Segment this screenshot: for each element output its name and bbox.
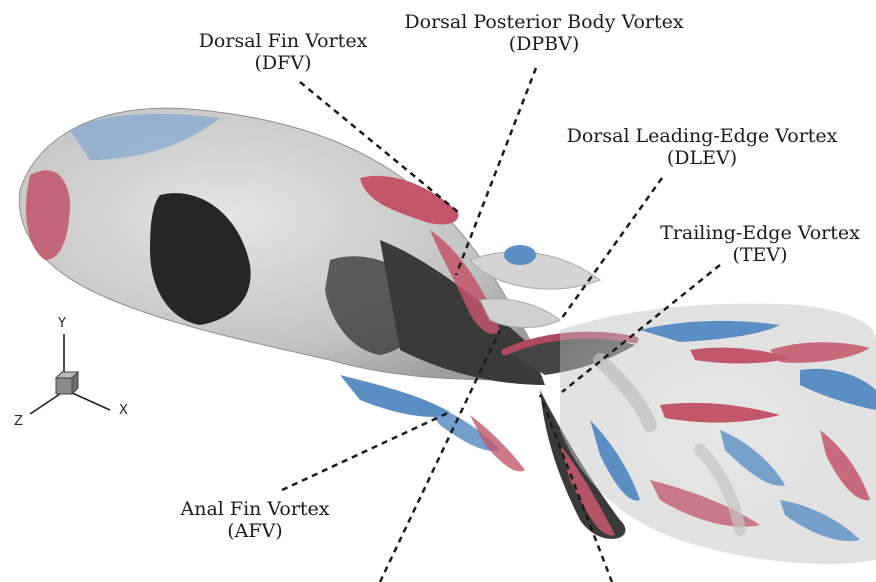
dlev-name: Dorsal Leading-Edge Vortex <box>556 125 848 147</box>
dpbv-abbr: (DPBV) <box>394 33 694 55</box>
dlev-leader-line <box>562 178 662 318</box>
z-axis-line <box>30 394 60 414</box>
tev-name: Trailing-Edge Vortex <box>650 222 870 244</box>
dpbv-name: Dorsal Posterior Body Vortex <box>394 11 694 33</box>
z-axis-label: Z <box>14 414 23 429</box>
afv-abbr: (AFV) <box>160 520 350 542</box>
anal-vortices <box>340 375 525 471</box>
dlev-abbr: (DLEV) <box>556 147 848 169</box>
y-axis-label: Y <box>58 316 66 331</box>
dfv-abbr: (DFV) <box>188 52 378 74</box>
dpbv-leader-line <box>456 68 536 275</box>
tev-label: Trailing-Edge Vortex (TEV) <box>650 222 870 266</box>
x-axis-line <box>70 392 110 410</box>
afv-name: Anal Fin Vortex <box>160 498 350 520</box>
wake-vortices <box>560 304 876 564</box>
afv-leader-line <box>282 412 450 490</box>
dfv-label: Dorsal Fin Vortex (DFV) <box>188 30 378 74</box>
dpbv-label: Dorsal Posterior Body Vortex (DPBV) <box>394 11 694 55</box>
x-axis-label: X <box>119 403 128 418</box>
dlev-label: Dorsal Leading-Edge Vortex (DLEV) <box>556 125 848 169</box>
afv-label: Anal Fin Vortex (AFV) <box>160 498 350 542</box>
axis-origin-cube <box>56 378 72 394</box>
tev-abbr: (TEV) <box>650 244 870 266</box>
dfv-name: Dorsal Fin Vortex <box>188 30 378 52</box>
axis-triad <box>30 334 110 414</box>
